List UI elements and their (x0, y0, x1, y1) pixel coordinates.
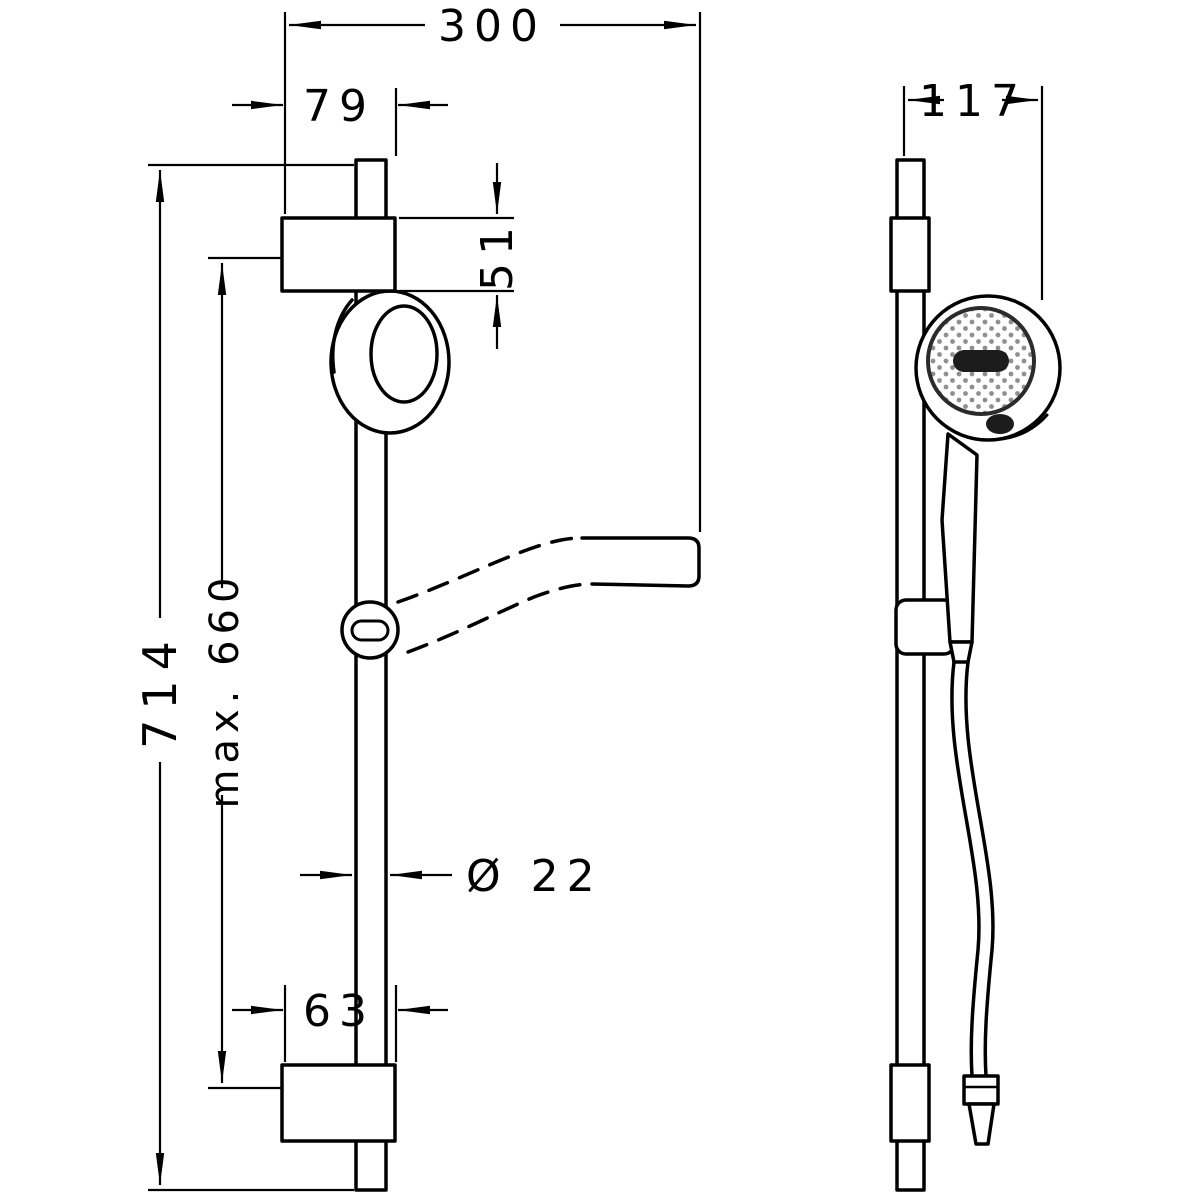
dimension-label-714: 714 (133, 631, 187, 749)
dimension-label-300: 300 (438, 1, 546, 52)
top-wall-bracket (280, 216, 397, 293)
front-view (280, 158, 701, 1192)
dimension-label-63: 63 (303, 986, 375, 1037)
bottom-wall-bracket-side (889, 1063, 931, 1143)
shower-head (914, 294, 1062, 442)
slider-knob (340, 600, 400, 660)
dimension-117: 117 (902, 76, 1044, 300)
dimension-714: 714 (133, 163, 354, 1192)
hose-connector-top (948, 640, 974, 664)
logo-pill (953, 350, 1009, 372)
dimension-label-117: 117 (919, 76, 1027, 127)
dimensions: 300 79 51 714 (133, 1, 1044, 1192)
dimension-51: 51 (399, 163, 523, 349)
top-wall-bracket-side (889, 216, 931, 293)
shower-hose-right-edge (964, 660, 995, 1078)
side-view (889, 158, 1062, 1192)
dimension-79: 79 (232, 81, 448, 156)
dimension-300: 300 (283, 1, 702, 532)
dimension-63: 63 (232, 985, 448, 1062)
slide-bar-side (895, 158, 926, 1192)
hose-coupling-nut (962, 1074, 1000, 1146)
hand-shower-handle (940, 432, 979, 644)
holder-side (894, 598, 956, 656)
dimension-max-660: max. 660 (202, 256, 282, 1090)
dimension-label-51: 51 (472, 219, 523, 291)
dimension-diameter-22: Ø 22 (300, 851, 603, 902)
shower-holder (329, 289, 451, 435)
bottom-wall-bracket (280, 1063, 397, 1143)
dimension-label-79: 79 (303, 81, 375, 132)
mode-button (986, 414, 1014, 434)
shower-hose-left-edge (950, 660, 981, 1078)
dimension-label-max-660: max. 660 (202, 572, 248, 809)
hand-shower-hose-outline (396, 536, 594, 654)
dimension-label-diameter-22: Ø 22 (466, 851, 603, 902)
hand-shower-wand (580, 536, 701, 588)
